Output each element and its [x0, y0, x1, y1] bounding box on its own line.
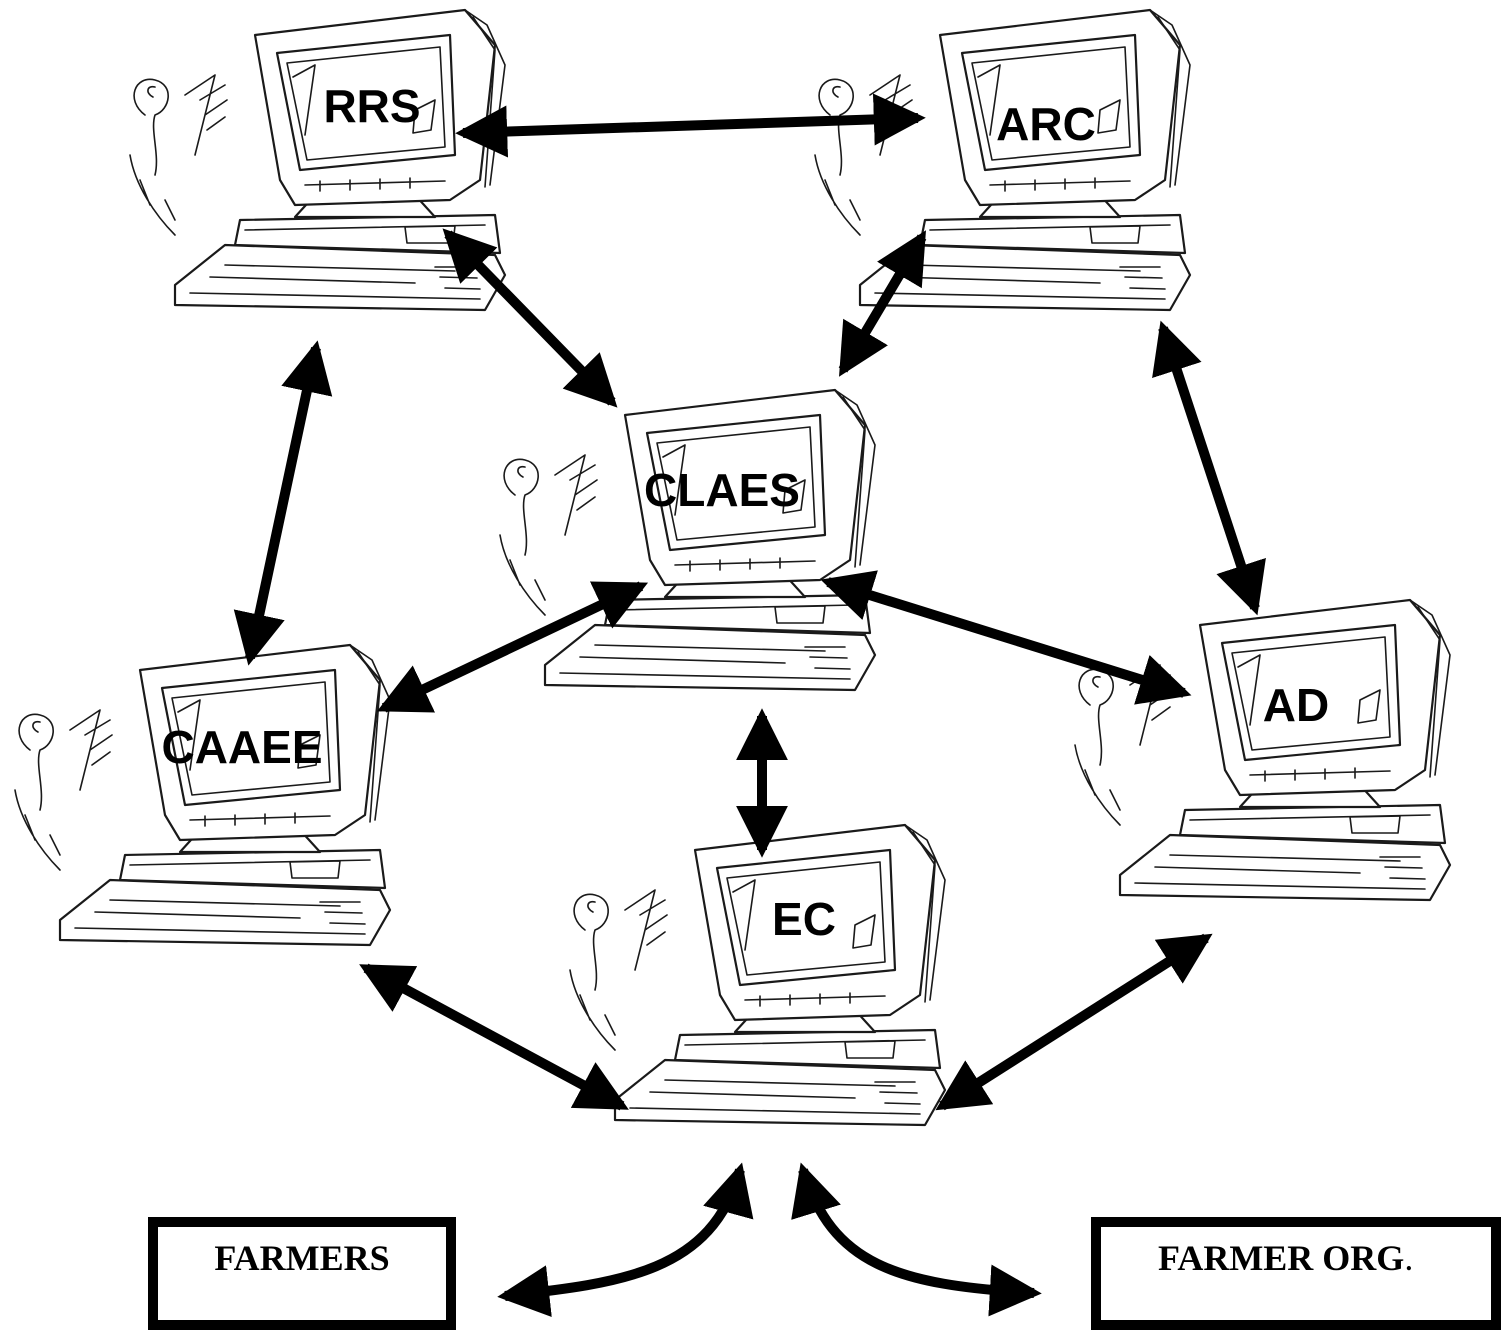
node-label-ad: AD — [1263, 679, 1329, 731]
arrow-ec-farmer-org — [791, 1162, 1042, 1317]
node-label-ec: EC — [772, 893, 836, 945]
box-farmer-org: FARMER ORG. — [1091, 1217, 1501, 1330]
arrow-ec-farmers — [497, 1162, 754, 1317]
node-label-caaee: CAAEE — [161, 721, 322, 773]
connectors — [233, 93, 1266, 1317]
computer-ad: AD — [1073, 598, 1452, 902]
computer-ec: EC — [568, 823, 947, 1127]
computer-arc: ARC — [813, 8, 1192, 312]
box-farmers: FARMERS — [148, 1217, 456, 1330]
computer-caaee: CAAEE — [13, 643, 392, 947]
arrow-claes-caaee — [376, 581, 649, 713]
arrow-claes-ad — [820, 570, 1192, 705]
arrow-caaee-ec — [359, 963, 629, 1111]
computer-rrs: RRS — [128, 8, 507, 312]
computer-claes: CLAES — [498, 388, 877, 692]
node-label-claes: CLAES — [644, 464, 800, 516]
arrow-rrs-arc — [455, 93, 926, 158]
arrow-arc-ad — [1152, 320, 1266, 616]
arrow-ad-ec — [935, 933, 1213, 1111]
node-label-rrs: RRS — [323, 80, 420, 132]
node-label-arc: ARC — [996, 98, 1096, 150]
arrow-rrs-caaee — [233, 340, 333, 666]
arrow-arc-claes — [838, 230, 927, 377]
arrow-rrs-claes — [442, 228, 618, 408]
box-label-farmer-org: FARMER ORG. — [1158, 1238, 1413, 1278]
box-label-farmers: FARMERS — [214, 1238, 389, 1278]
